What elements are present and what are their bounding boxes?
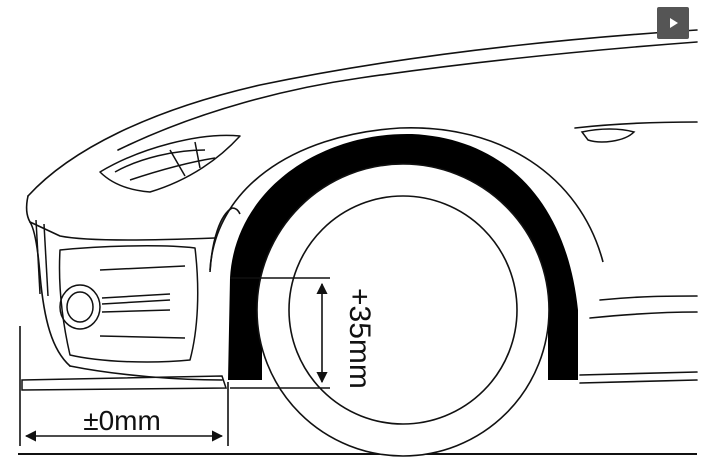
- side-marker: [580, 128, 636, 143]
- wheel: [256, 163, 550, 457]
- wheel-dimension-label: +35mm: [343, 288, 376, 389]
- front-dimension-marker: [19, 326, 229, 446]
- front-vertical-trim: [35, 219, 49, 297]
- fender-arch: [209, 127, 604, 273]
- fog-light-assembly: [58, 245, 199, 363]
- front-lip-spoiler: [21, 375, 228, 391]
- play-button[interactable]: [657, 7, 689, 39]
- wheel-dimension-marker: [230, 277, 330, 389]
- headlight: [99, 134, 241, 193]
- front-dimension-label: ±0mm: [83, 405, 161, 436]
- play-icon: [670, 18, 678, 28]
- car-body-outline: [25, 29, 698, 384]
